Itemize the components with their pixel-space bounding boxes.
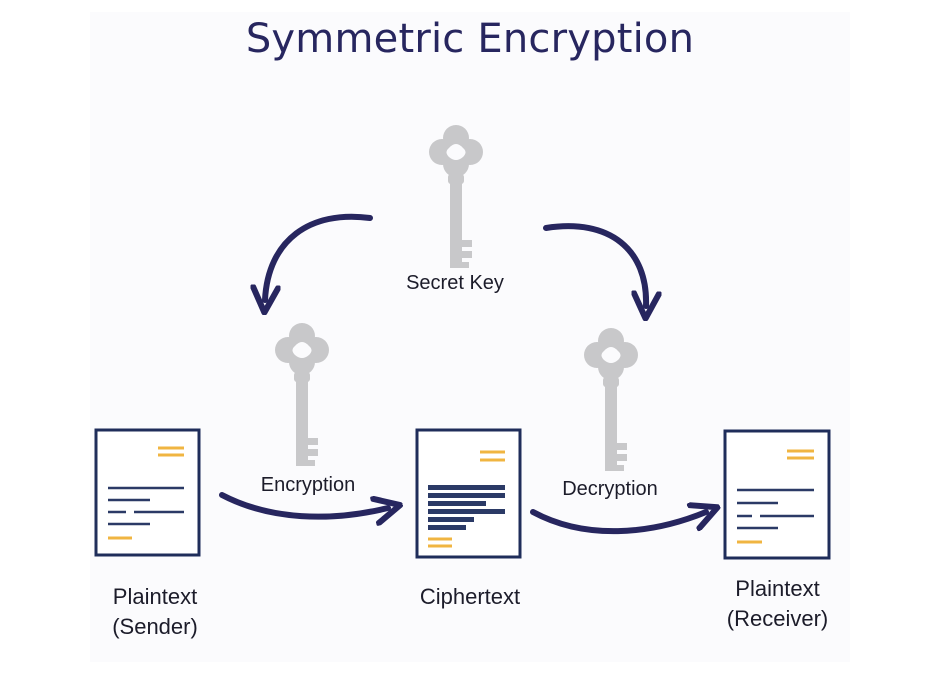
ciphertext-label: Ciphertext xyxy=(419,584,521,609)
plaintext-receiver-role: (Receiver) xyxy=(726,606,829,631)
secret-key-icon xyxy=(429,125,483,268)
key-to-decryption-arrow xyxy=(543,223,646,306)
encryption-arrow xyxy=(219,492,388,517)
decryption-arrow xyxy=(530,512,706,535)
plaintext-sender-role: (Sender) xyxy=(112,614,198,639)
plaintext-receiver-label: Plaintext (Receiver) xyxy=(700,574,855,634)
decryption-label: Decryption xyxy=(562,478,658,500)
ciphertext-document-icon xyxy=(415,428,522,559)
decryption-key-icon xyxy=(584,328,638,471)
plaintext-sender-label: Plaintext (Sender) xyxy=(80,582,230,642)
secret-key-label: Secret Key xyxy=(406,272,504,294)
plaintext-sender-document-icon xyxy=(94,428,201,557)
encryption-label: Encryption xyxy=(260,474,356,496)
encryption-key-icon xyxy=(275,323,329,466)
key-to-encryption-arrow xyxy=(265,213,373,300)
diagram-title: Symmetric Encryption xyxy=(245,16,695,62)
plaintext-sender-title: Plaintext xyxy=(112,584,198,609)
plaintext-receiver-title: Plaintext xyxy=(735,576,820,601)
plaintext-receiver-document-icon xyxy=(723,429,831,560)
